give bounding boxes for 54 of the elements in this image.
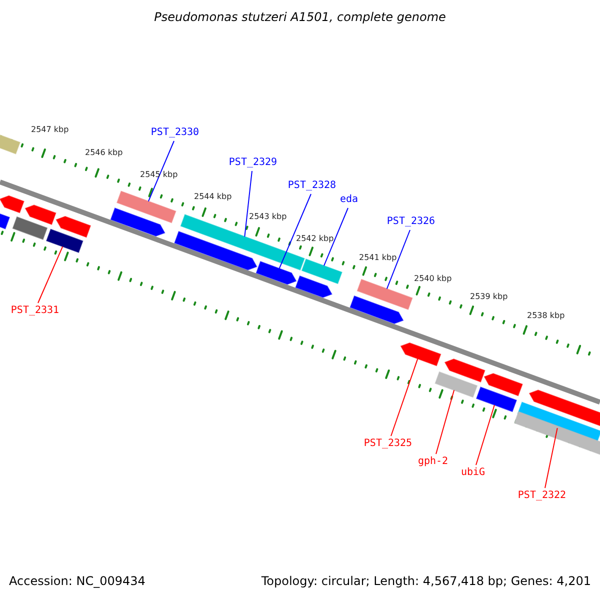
scale-label: 2542 kbp bbox=[296, 234, 334, 244]
scale-label: 2546 kbp bbox=[85, 148, 123, 158]
gene-bar bbox=[56, 216, 92, 238]
gene-bar bbox=[484, 373, 523, 396]
gene-label: PST_2328 bbox=[288, 180, 336, 192]
leader-line bbox=[544, 428, 558, 488]
gene-bar bbox=[434, 371, 478, 398]
gene-bar bbox=[400, 342, 442, 366]
gene-bar bbox=[24, 204, 56, 226]
gene-bar bbox=[476, 386, 518, 412]
scale-label: 2544 kbp bbox=[194, 192, 232, 202]
leader-line bbox=[244, 170, 252, 238]
scale-label: 2547 kbp bbox=[31, 125, 69, 135]
leader-line bbox=[390, 358, 418, 436]
leader-line bbox=[278, 194, 312, 269]
leader-line bbox=[38, 246, 64, 304]
gene-label: gph-2 bbox=[418, 456, 448, 468]
gene-label: PST_2329 bbox=[228, 157, 278, 169]
gene-label: PST_2325 bbox=[364, 438, 412, 450]
gene-label: eda bbox=[340, 194, 358, 206]
gene-bar bbox=[295, 275, 332, 298]
gene-bar bbox=[356, 278, 413, 310]
gene-bar bbox=[514, 411, 600, 456]
gene-bar bbox=[444, 358, 486, 382]
scale-label: 2545 kbp bbox=[140, 170, 178, 180]
gene-bar bbox=[0, 134, 21, 154]
scale-label: 2538 kbp bbox=[527, 311, 565, 321]
gene-bar bbox=[174, 230, 258, 270]
scale-label: 2541 kbp bbox=[359, 253, 397, 263]
gene-bar bbox=[12, 216, 48, 240]
gene-label: PST_2330 bbox=[150, 127, 200, 139]
title: Pseudomonas stutzeri A1501, complete genome bbox=[154, 10, 446, 24]
scale-label: 2539 kbp bbox=[470, 292, 508, 302]
gene-label: PST_2322 bbox=[518, 490, 566, 502]
gene-bar bbox=[0, 195, 24, 214]
gene-bar bbox=[116, 190, 176, 224]
accession-text: Accession: NC_009434 bbox=[9, 574, 146, 588]
leader-line bbox=[323, 208, 348, 266]
gene-bar bbox=[256, 260, 297, 285]
scale-label: 2543 kbp bbox=[249, 212, 287, 222]
leader-line bbox=[148, 140, 174, 202]
gene-bar bbox=[110, 208, 166, 237]
gene-bar bbox=[46, 228, 84, 254]
scale-label: 2540 kbp bbox=[414, 274, 452, 284]
gene-bar bbox=[301, 258, 342, 284]
leader-line bbox=[476, 404, 495, 466]
gene-label: PST_2331 bbox=[10, 305, 60, 317]
gene-label: ubiG bbox=[460, 467, 486, 479]
gene-bar bbox=[528, 390, 600, 426]
genome-info-text: Topology: circular; Length: 4,567,418 bp; Genes: 4,201 bbox=[261, 574, 591, 588]
leader-line bbox=[436, 390, 455, 454]
leader-line bbox=[386, 230, 410, 290]
gene-bar bbox=[350, 295, 404, 324]
gene-label: PST_2326 bbox=[386, 216, 436, 228]
